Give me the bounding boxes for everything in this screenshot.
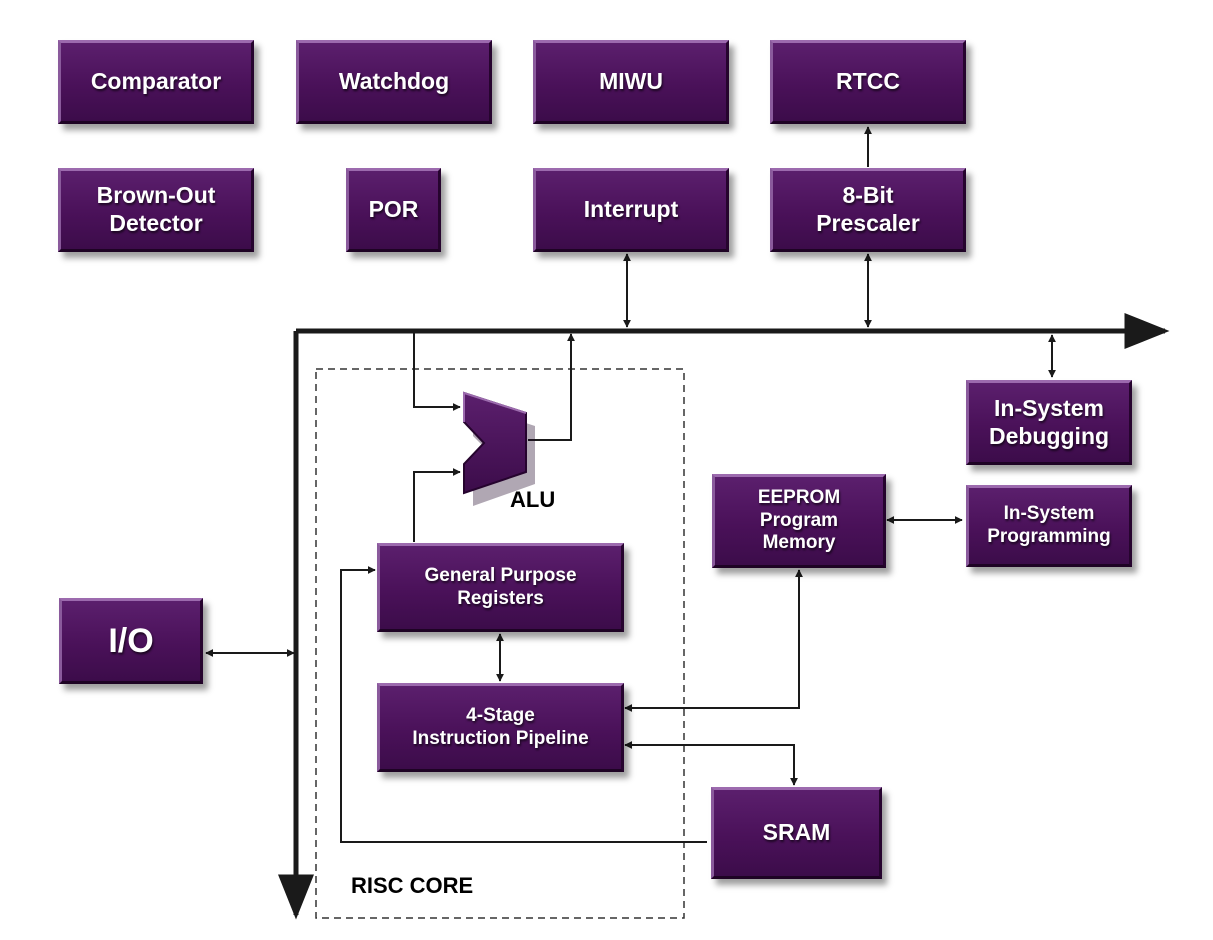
prescaler-block: 8-Bit Prescaler bbox=[770, 168, 966, 252]
in-system-programming-block: In-System Programming bbox=[966, 485, 1132, 567]
brown-out-detector-block: Brown-Out Detector bbox=[58, 168, 254, 252]
sram-registers-loop-arrow bbox=[340, 566, 707, 843]
sram-block: SRAM bbox=[711, 787, 882, 879]
pipeline-sram-arrow bbox=[624, 741, 798, 786]
risc-core-label: RISC CORE bbox=[351, 873, 474, 898]
eeprom-program-memory-block: EEPROM Program Memory bbox=[712, 474, 886, 568]
por-block: POR bbox=[346, 168, 441, 252]
instruction-pipeline-block: 4-Stage Instruction Pipeline bbox=[377, 683, 624, 772]
bus-to-alu-arrow bbox=[413, 333, 461, 411]
alu-label: ALU bbox=[510, 487, 556, 512]
io-block: I/O bbox=[59, 598, 203, 684]
miwu-block: MIWU bbox=[533, 40, 729, 124]
alu-shape bbox=[463, 391, 535, 506]
eeprom-pipeline-arrow bbox=[624, 569, 803, 712]
general-purpose-registers-block: General Purpose Registers bbox=[377, 543, 624, 632]
comparator-block: Comparator bbox=[58, 40, 254, 124]
in-system-debugging-block: In-System Debugging bbox=[966, 380, 1132, 465]
watchdog-block: Watchdog bbox=[296, 40, 492, 124]
rtcc-block: RTCC bbox=[770, 40, 966, 124]
alu-to-bus-arrow bbox=[528, 333, 575, 441]
interrupt-block: Interrupt bbox=[533, 168, 729, 252]
registers-to-alu-arrow bbox=[413, 468, 461, 542]
